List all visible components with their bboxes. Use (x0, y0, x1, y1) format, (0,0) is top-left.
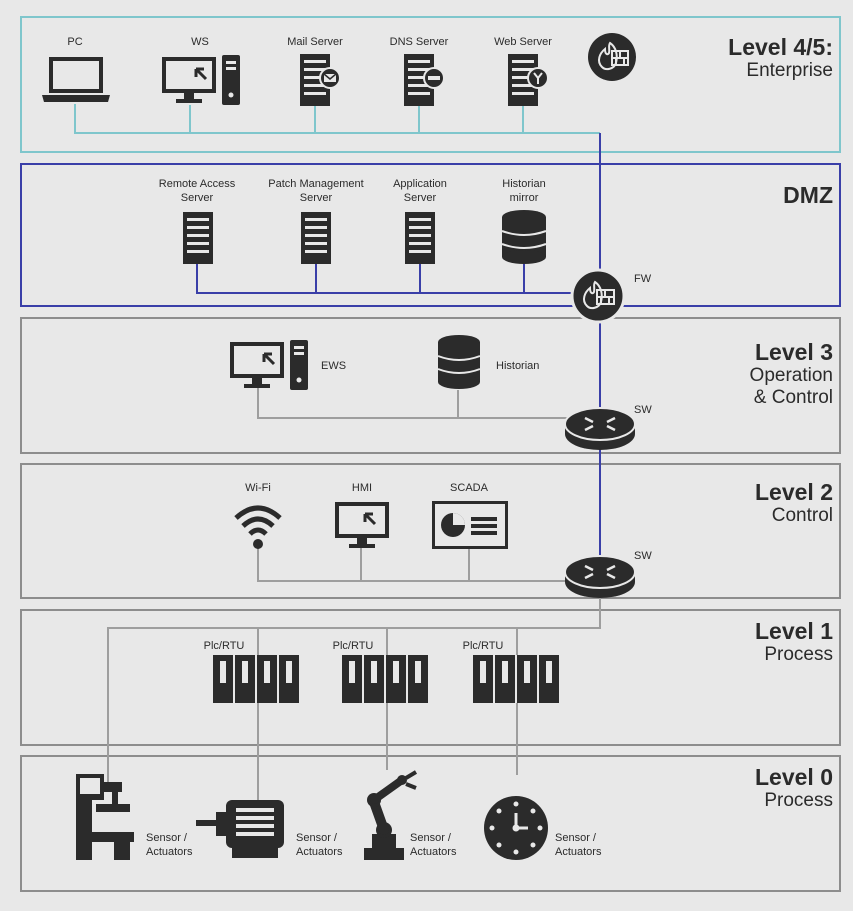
robot-arm-icon (364, 770, 418, 860)
sensor-actuators-label-1: Sensor / Actuators (146, 832, 192, 860)
laptop-icon (42, 57, 110, 102)
dmz-title-block: DMZ (783, 182, 833, 208)
level3-title: Level 3 (755, 339, 833, 365)
level1-subtitle: Process (764, 644, 833, 666)
remote-access-label: Remote Access Server (147, 178, 247, 206)
sensor-actuators-label-3-line2: Actuators (410, 845, 457, 858)
dmz-firewall-icon (570, 268, 626, 324)
web-server-icon (508, 54, 549, 106)
web-server-label: Web Server (494, 36, 552, 48)
wifi-label: Wi-Fi (245, 482, 271, 494)
historian-mirror-label: Historian mirror (484, 178, 564, 206)
level3-switch-label: SW (634, 404, 652, 416)
sensor-actuators-label-4: Sensor / Actuators (555, 832, 601, 860)
patch-management-label-line2: Server (299, 191, 333, 204)
level1-title-block: Level 1 Process (755, 618, 833, 666)
sensor-actuators-label-1-line2: Actuators (146, 845, 193, 858)
level0-title: Level 0 (755, 764, 833, 790)
dns-server-label: DNS Server (389, 36, 449, 48)
hmi-label: HMI (351, 482, 373, 494)
level3-title-block: Level 3 Operation & Control (750, 339, 833, 409)
sensor-actuators-label-1-line1: Sensor / (146, 832, 187, 844)
mail-server-icon (300, 54, 341, 106)
sensor-actuators-label-4-line2: Actuators (555, 845, 602, 858)
patch-management-server-icon (301, 212, 331, 264)
level2-title: Level 2 (755, 479, 833, 505)
plc-rack-icon-3 (473, 655, 559, 703)
sensor-actuators-label-4-line1: Sensor / (555, 832, 596, 844)
sensor-actuators-label-2: Sensor / Actuators (296, 832, 342, 860)
scada-label: SCADA (450, 482, 488, 494)
firewall-icon (588, 33, 636, 81)
plc-rack-icon-2 (342, 655, 428, 703)
machine-tool-icon (76, 774, 134, 860)
zone-dmz (20, 163, 841, 307)
historian-mirror-database-icon (501, 210, 547, 264)
dmz-firewall-label: FW (634, 273, 652, 285)
sensor-actuators-label-2-line2: Actuators (296, 845, 343, 858)
enterprise-title: Level 4/5: (728, 34, 833, 60)
historian-mirror-label-line1: Historian (502, 178, 546, 190)
sensor-actuators-label-2-line1: Sensor / (296, 832, 337, 844)
wifi-icon (234, 505, 282, 549)
application-server-label: Application Server (380, 178, 460, 206)
level3-subtitle-line2: & Control (753, 387, 833, 409)
historian-mirror-label-line2: mirror (509, 191, 539, 204)
remote-access-label-line1: Remote Access (158, 178, 236, 190)
mail-server-label: Mail Server (287, 36, 343, 48)
scada-icon (432, 501, 508, 549)
zone-enterprise (20, 16, 841, 153)
zone-level0 (20, 755, 841, 892)
application-server-label-line2: Server (403, 191, 437, 204)
sensor-actuators-label-3-line1: Sensor / (410, 832, 451, 844)
level2-switch-icon (564, 555, 636, 598)
application-server-icon (405, 212, 435, 264)
zone-level3 (20, 317, 841, 454)
gauge-icon (484, 796, 548, 860)
plc-rack-icon-1 (213, 655, 299, 703)
dns-server-icon (404, 54, 445, 106)
pc-label: PC (67, 36, 83, 48)
level1-title: Level 1 (755, 618, 833, 644)
ews-label: EWS (321, 360, 347, 372)
workstation-icon (162, 55, 240, 105)
historian-label: Historian (496, 360, 540, 372)
remote-access-server-icon (183, 212, 213, 264)
enterprise-title-block: Level 4/5: Enterprise (728, 34, 833, 82)
level2-switch-label: SW (634, 550, 652, 562)
plc-rtu-label-1: Plc/RTU (203, 640, 245, 652)
level0-subtitle: Process (764, 790, 833, 812)
level2-subtitle: Control (771, 505, 833, 527)
sensor-actuators-label-3: Sensor / Actuators (410, 832, 456, 860)
zone-level2 (20, 463, 841, 599)
application-server-label-line1: Application (393, 178, 447, 190)
motor-icon (196, 800, 284, 858)
dmz-title: DMZ (783, 182, 833, 208)
patch-management-label: Patch Management Server (256, 178, 376, 206)
plc-rtu-label-3: Plc/RTU (462, 640, 504, 652)
ews-workstation-icon (230, 340, 308, 390)
level3-subtitle-line1: Operation (749, 365, 833, 387)
remote-access-label-line2: Server (180, 191, 214, 204)
patch-management-label-line1: Patch Management (268, 178, 364, 190)
level2-title-block: Level 2 Control (755, 479, 833, 527)
enterprise-subtitle: Enterprise (746, 60, 833, 82)
zone-level1 (20, 609, 841, 746)
plc-rtu-label-2: Plc/RTU (332, 640, 374, 652)
hmi-monitor-icon (335, 502, 389, 548)
historian-database-icon (437, 335, 481, 389)
level3-switch-icon (564, 407, 636, 450)
ws-label: WS (191, 36, 209, 48)
level0-title-block: Level 0 Process (755, 764, 833, 812)
